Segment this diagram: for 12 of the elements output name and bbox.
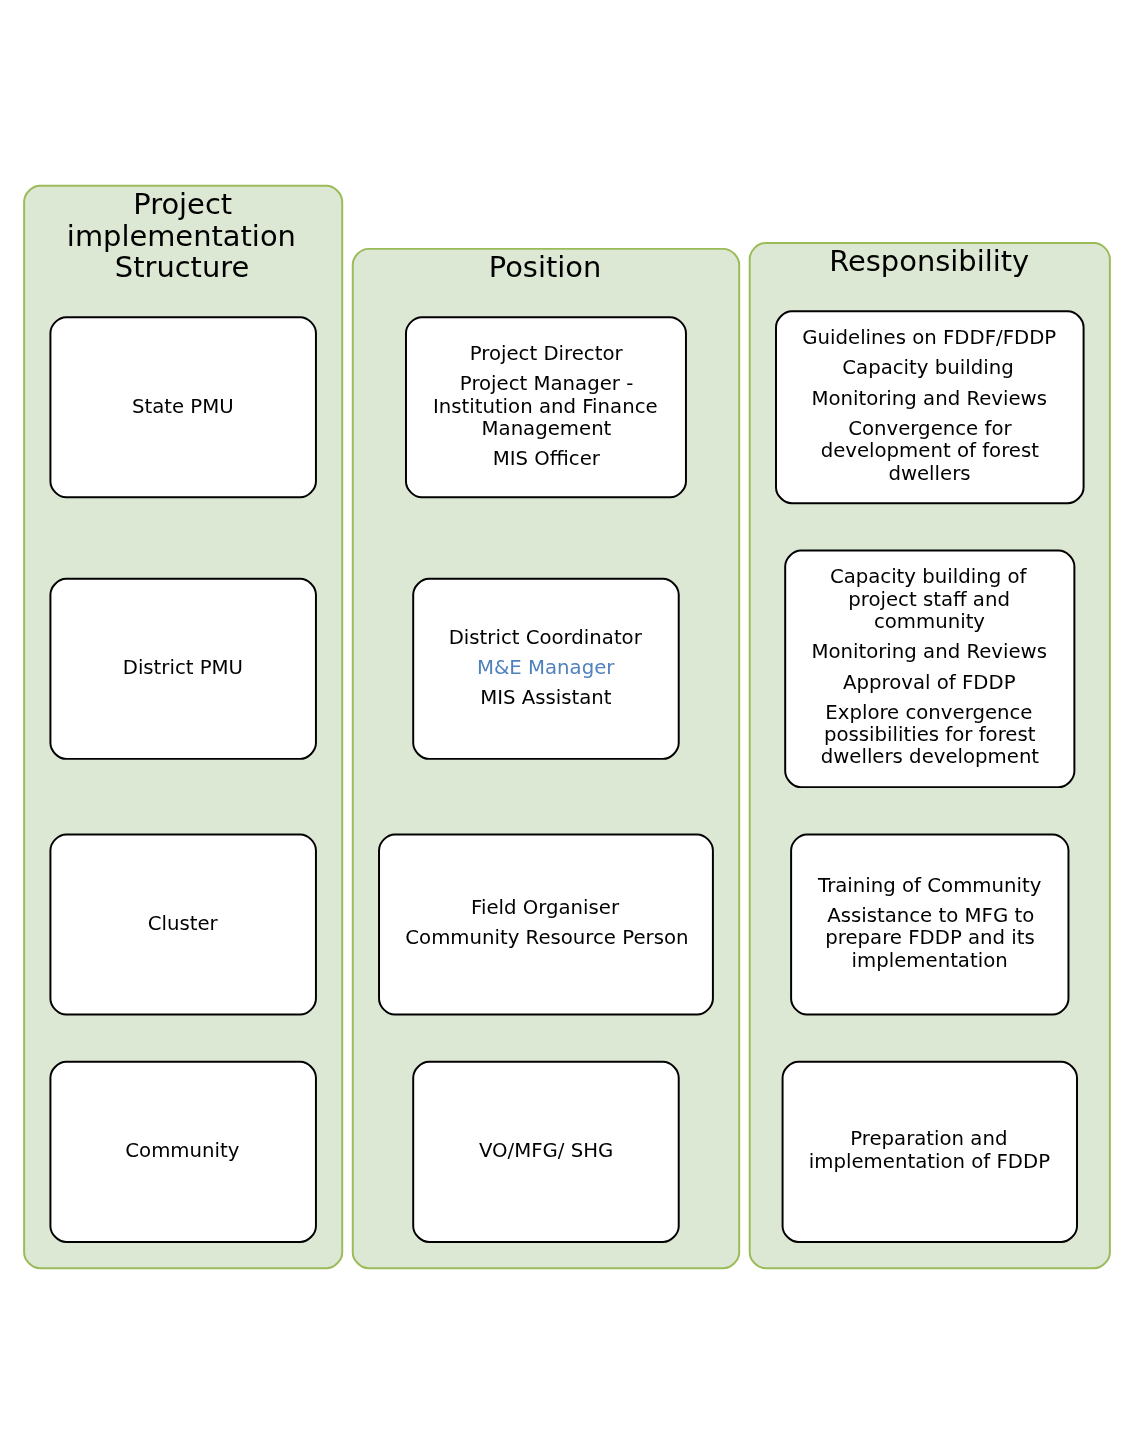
node-box: District PMU: [49, 577, 317, 760]
node-box: Community: [49, 1060, 317, 1243]
node-box: Guidelines on FDDF/FDDP Capacity building Monitoring and Reviews Convergence for development of forest dwellers: [775, 310, 1085, 505]
node-box: VO/MFG/ SHG: [412, 1060, 680, 1243]
node-box: District Coordinator M&E Manager MIS Assistant: [412, 577, 680, 760]
node-box: State PMU: [49, 316, 317, 499]
node-box: Capacity building of project staff and community Monitoring and Reviews Approval of FDDP Explore convergence possibilities for forest dwellers development: [784, 549, 1076, 789]
node-box: Preparation and implementation of FDDP: [781, 1060, 1078, 1243]
node-box: Cluster: [49, 833, 317, 1016]
node-box: Project Director Project Manager - Institution and Finance Management MIS Officer: [405, 316, 687, 499]
node-box: Training of Community Assistance to MFG to prepare FDDP and its implementation: [790, 833, 1070, 1016]
node-box: Field Organiser Community Resource Person: [378, 833, 714, 1016]
